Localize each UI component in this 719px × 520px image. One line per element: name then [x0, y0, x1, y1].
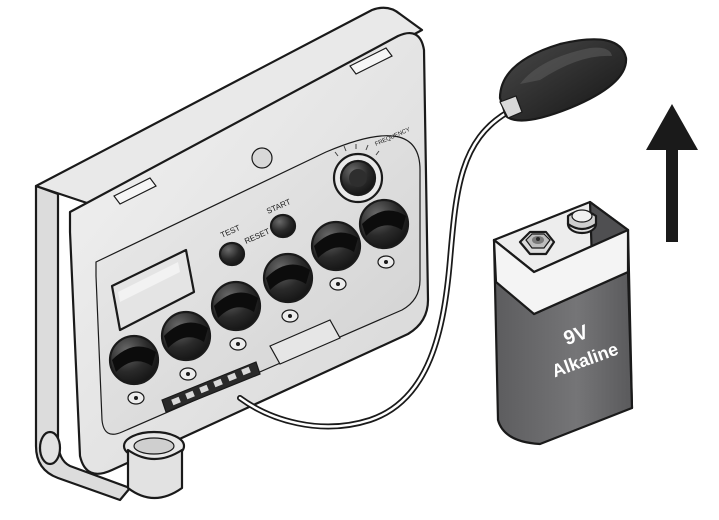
zone-knob-5[interactable]: [310, 220, 362, 291]
battery-9v: 9V Alkaline: [492, 200, 634, 446]
terminal-strip: [161, 361, 261, 413]
zone-knob-1[interactable]: [108, 334, 160, 405]
zone-knob-2[interactable]: [160, 310, 212, 381]
mounting-tab-left: [113, 177, 157, 205]
mounting-hole: [251, 147, 273, 169]
side-port: [38, 430, 62, 466]
battery-top-band: [492, 228, 630, 316]
zone-knob-4[interactable]: [262, 252, 314, 323]
zone-knob-3[interactable]: [210, 280, 262, 351]
controller-top-wall: [34, 6, 424, 208]
zone-knob-6[interactable]: [358, 198, 410, 269]
mounting-tab-right: [349, 47, 393, 75]
battery-cable-highlight: [238, 110, 510, 428]
irrigation-controller: TEST RESET START FREQUENCY: [34, 6, 430, 502]
frequency-dial[interactable]: FREQUENCY: [332, 127, 411, 204]
battery-terminal-negative: [518, 230, 556, 256]
battery-terminal-positive: [566, 209, 598, 235]
battery-snap-connector[interactable]: [498, 38, 628, 122]
cable-bracket: [269, 319, 341, 365]
lcd-display-glare: [118, 262, 180, 302]
insert-direction-arrow: [646, 104, 698, 242]
control-panel: [95, 135, 421, 435]
frequency-dial-ticks: [334, 144, 380, 157]
conduit-fitting: [122, 430, 186, 500]
